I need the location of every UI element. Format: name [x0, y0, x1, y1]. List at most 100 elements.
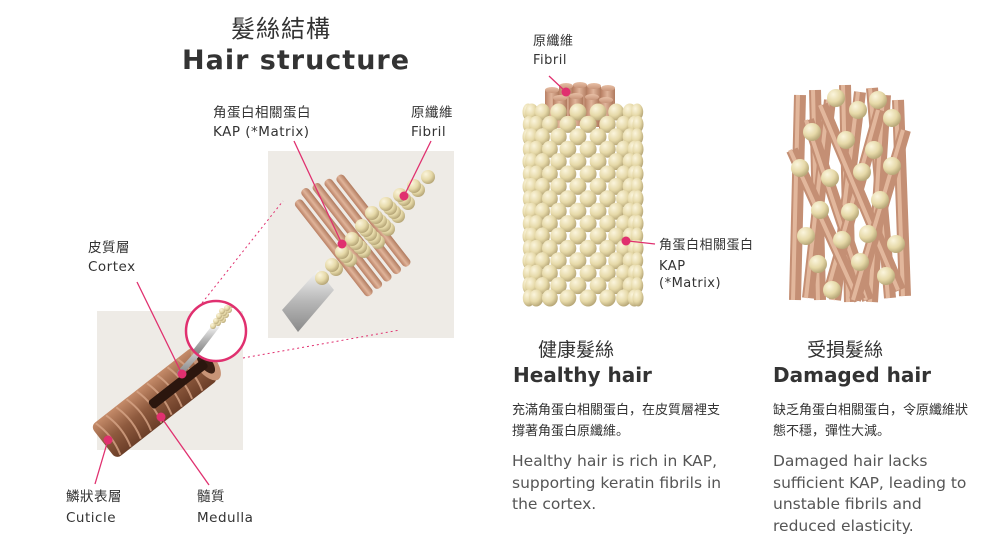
kap-bead — [869, 91, 887, 109]
kap-bead — [608, 202, 624, 220]
cuticle-stripe — [105, 414, 132, 448]
kap-bead — [827, 89, 845, 107]
kap-bead — [569, 202, 587, 220]
kap-bead — [599, 239, 616, 257]
kap-bead — [569, 227, 587, 245]
kap-bead — [559, 289, 577, 307]
kap-bead — [599, 190, 616, 208]
kap-bead — [534, 227, 550, 245]
kap-bead — [550, 153, 567, 171]
fibril-rod-top — [599, 97, 613, 103]
kap-bead — [616, 264, 632, 282]
kap-bead — [335, 245, 349, 259]
fibril-rod-top — [585, 94, 599, 100]
label-fibril-en: Fibril — [411, 124, 447, 140]
kap-bead — [569, 128, 587, 146]
healthy-label-kap-en-1: KAP — [659, 259, 686, 274]
healthy-description-en: Healthy hair is rich in KAP, supporting … — [512, 452, 722, 514]
kap-bead — [821, 169, 839, 187]
label-cuticle-zh: 鱗狀表層 — [66, 489, 122, 505]
kap-bead — [599, 115, 616, 133]
kap-bead — [210, 323, 216, 329]
label-fibril-zh: 原纖維 — [411, 105, 453, 121]
cuticle-stripe — [125, 398, 153, 432]
kap-bead — [883, 109, 901, 127]
kap-bead — [589, 128, 607, 146]
left-leaders — [94, 140, 432, 486]
fibril-rod-top — [553, 95, 567, 101]
healthy-label-kap-en-2: (*Matrix) — [659, 276, 722, 291]
kap-bead — [534, 277, 550, 295]
damaged-description-zh: 缺乏角蛋白相關蛋白，令原纖維狀態不穩，彈性大減。 — [773, 403, 969, 439]
kap-bead — [559, 190, 577, 208]
damaged-caption-zh: 受損髮絲 — [807, 339, 884, 361]
fibril-rod-highlight — [894, 99, 905, 297]
healthy-caption-en: Healthy hair — [513, 363, 652, 387]
kap-bead — [589, 227, 607, 245]
kap-bead — [887, 235, 905, 253]
label-cuticle-en: Cuticle — [66, 510, 117, 526]
kap-bead — [579, 140, 597, 158]
fibril-rod-highlight — [824, 109, 880, 297]
kap-bead — [632, 289, 644, 307]
zoom-line-top — [201, 200, 284, 304]
fibril-rod-top — [545, 87, 559, 93]
kap-bead — [579, 190, 597, 208]
kap-bead — [837, 131, 855, 149]
kap-bead — [213, 318, 219, 324]
kap-bead — [579, 115, 597, 133]
kap-bead — [823, 281, 841, 299]
kap-bead — [599, 215, 616, 233]
kap-bead — [608, 177, 624, 195]
kap-bead — [550, 177, 567, 195]
kap-bead — [579, 264, 597, 282]
fibril-rod-top — [569, 93, 583, 99]
kap-bead — [589, 103, 607, 121]
kap-bead — [616, 289, 632, 307]
kap-bead — [608, 153, 624, 171]
kap-bead — [534, 177, 550, 195]
kap-bead — [589, 153, 607, 171]
kap-bead — [632, 115, 644, 133]
label-cortex-zh: 皮質層 — [88, 240, 130, 256]
kap-bead — [809, 255, 827, 273]
kap-bead — [579, 215, 597, 233]
kap-bead — [877, 267, 895, 285]
kap-bead — [550, 128, 567, 146]
kap-bead — [534, 153, 550, 171]
zoom-line-bottom — [242, 329, 401, 359]
kap-bead — [421, 170, 435, 184]
kap-bead — [865, 141, 883, 159]
kap-bead — [791, 159, 809, 177]
healthy-label-fibril-zh: 原纖維 — [533, 34, 574, 49]
kap-bead — [534, 202, 550, 220]
label-kap-en: KAP (*Matrix) — [213, 124, 310, 140]
damaged-caption-en: Damaged hair — [773, 363, 932, 387]
kap-bead — [632, 140, 644, 158]
kap-bead — [632, 215, 644, 233]
kap-bead — [529, 289, 544, 307]
kap-bead — [599, 289, 616, 307]
healthy-leaders — [548, 75, 656, 246]
kap-bead — [833, 231, 851, 249]
kap-bead — [542, 115, 558, 133]
kap-bead — [632, 190, 644, 208]
kap-bead — [569, 277, 587, 295]
fibril-rod-highlight — [791, 94, 800, 301]
kap-bead — [542, 215, 558, 233]
kap-bead — [851, 253, 869, 271]
kap-bead — [345, 232, 359, 246]
fibril-rod-top — [573, 82, 587, 88]
kap-bead — [632, 165, 644, 183]
kap-bead — [599, 140, 616, 158]
kap-bead — [616, 215, 632, 233]
kap-bead — [569, 153, 587, 171]
kap-bead — [355, 219, 369, 233]
kap-bead — [534, 128, 550, 146]
fibril-rod-top — [559, 83, 573, 89]
kap-bead — [542, 264, 558, 282]
kap-bead — [589, 202, 607, 220]
kap-bead — [797, 227, 815, 245]
kap-bead — [608, 227, 624, 245]
